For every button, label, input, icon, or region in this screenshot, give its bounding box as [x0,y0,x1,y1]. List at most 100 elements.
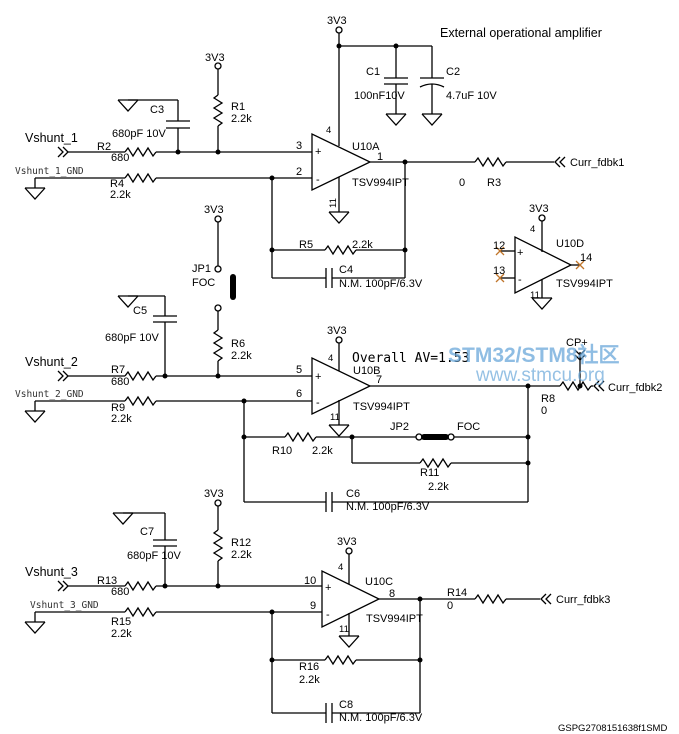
c6-value: N.M. 100pF/6.3V [346,501,430,513]
c8-value: N.M. 100pF/6.3V [339,712,423,724]
u10c-pin-pos: 10 [304,575,316,587]
u10b-ref: U10B [353,365,381,377]
u10b-pin-neg: 6 [296,388,302,400]
svg-text:-: - [326,609,330,621]
r12-supply-label: 3V3 [204,488,224,500]
u10b-pin-vcc: 4 [328,353,333,364]
r9-value: 2.2k [111,413,132,425]
r5-value: 2.2k [352,239,373,251]
svg-text:+: + [325,582,331,594]
r7-ref: R7 [111,364,125,376]
r3-value: 0 [459,177,465,189]
r3-ref: R3 [487,177,501,189]
figure-code: GSPG2708151638f1SMD [558,723,667,734]
vshunt1-gnd-label: Vshunt_1_GND [15,166,84,177]
r1-ref: R1 [231,101,245,113]
svg-text:+: + [517,247,523,259]
u10d-pin-gnd: 11 [530,290,540,301]
r10-ref: R10 [272,445,292,457]
r16-ref: R16 [299,661,319,673]
u10b-pin-out: 7 [376,374,382,386]
r15-value: 2.2k [111,628,132,640]
vshunt3-gnd-label: Vshunt_3_GND [30,600,99,611]
r6-resistor [212,329,224,362]
u10d-ref: U10D [556,238,584,250]
r8-value: 0 [541,405,547,417]
section-3: Vshunt_3 R13 680 C7 680pF 10V 3V3 R12 2.… [24,488,610,724]
r4-value: 2.2k [110,189,131,201]
r14-value: 0 [447,600,453,612]
r13-resistor [124,580,157,592]
curr-fdbk3-label: Curr_fdbk3 [556,594,610,606]
u10a-pin-vcc: 4 [326,125,331,136]
u10d-part: TSV994IPT [556,278,613,290]
vshunt3-connector-icon [57,580,69,592]
jp1-supply-label: 3V3 [204,204,224,216]
u10a-pin-neg: 2 [296,166,302,178]
c7-value: 680pF 10V [127,550,181,562]
u10b-pin-pos: 5 [296,364,302,376]
u10c-supply-label: 3V3 [337,536,357,548]
u10d-supply-label: 3V3 [529,203,549,215]
curr-fdbk1-connector-icon [554,156,566,168]
r2-resistor [124,146,157,158]
r2-ref: R2 [97,141,111,153]
r12-value: 2.2k [231,549,252,561]
c3-value: 680pF 10V [112,128,166,140]
c4-ref: C4 [339,264,353,276]
curr-fdbk2-connector-icon [593,380,605,392]
jumper-jp1: 3V3 JP1 FOC [192,204,236,330]
r10-value: 2.2k [312,445,333,457]
r9-ref: R9 [111,402,125,414]
u10c-opamp [321,569,381,629]
r7-resistor [124,370,157,382]
u10d-unused-opamp: + - 12 13 14 U10D TSV994IPT 3V3 4 11 [493,203,613,310]
r2-value: 680 [111,152,129,164]
r13-ref: R13 [97,575,117,587]
u10c-pin-gnd: 11 [339,624,349,635]
r6-ref: R6 [231,338,245,350]
cp-plus-testpoint-icon [574,349,586,361]
curr-fdbk2-label: Curr_fdbk2 [608,382,662,394]
vshunt3-label: Vshunt_3 [25,565,78,579]
diagram-title: External operational amplifier [440,26,602,40]
r16-resistor [324,654,357,666]
svg-text:-: - [316,174,320,186]
svg-text:+: + [315,146,321,158]
u10b-supply-label: 3V3 [327,325,347,337]
u10a-ref: U10A [352,141,380,153]
r1-resistor [212,94,224,127]
u10c-pin-vcc: 4 [338,562,343,573]
r14-ref: R14 [447,587,467,599]
u10b-pin-gnd: 11 [330,412,340,423]
u10b-part: TSV994IPT [353,401,410,413]
vshunt2-gnd-label: Vshunt_2_GND [15,389,84,400]
u10c-pin-out: 8 [389,588,395,600]
watermark-logo: STM32/STM8社区 [448,343,620,367]
r12-resistor [212,529,224,562]
jp1-label: FOC [192,277,215,289]
u10a-supply-label: 3V3 [327,15,347,27]
r5-ref: R5 [299,239,313,251]
vshunt1-label: Vshunt_1 [25,131,78,145]
r8-resistor [559,380,592,392]
curr-fdbk3-connector-icon [540,593,552,605]
c1-value: 100nF10V [354,90,405,102]
c1-ref: C1 [366,66,380,78]
r15-resistor [124,606,157,618]
r11-resistor [419,457,452,469]
r14-resistor [474,593,507,605]
c4-value: N.M. 100pF/6.3V [339,278,423,290]
c5-value: 680pF 10V [105,332,159,344]
u10c-pin-neg: 9 [310,600,316,612]
u10d-pin-neg: 13 [493,265,505,277]
u10c-ref: U10C [365,576,393,588]
u10a-part: TSV994IPT [352,177,409,189]
r3-resistor [474,156,507,168]
c5-ref: C5 [133,305,147,317]
u10d-pin-out: 14 [580,252,592,264]
c7-ref: C7 [140,526,154,538]
vshunt2-label: Vshunt_2 [25,355,78,369]
u10b-opamp [311,356,372,416]
